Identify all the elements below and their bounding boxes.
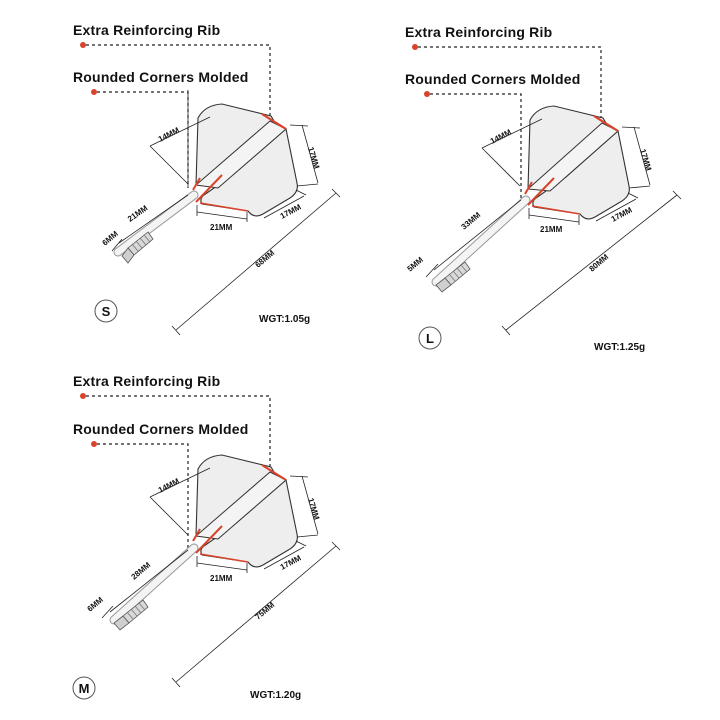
dim-total-length: 80MM bbox=[588, 252, 611, 273]
size-badge bbox=[72, 676, 96, 700]
dim-33mm-shaft: 33MM bbox=[460, 210, 483, 231]
rib-callout-line bbox=[418, 46, 602, 122]
dim-14mm: 14MM bbox=[157, 477, 181, 495]
rib-callout-line bbox=[86, 44, 271, 118]
dim-21mm-bottom: 21MM bbox=[210, 574, 233, 583]
diagram-s: Extra Reinforcing Rib Rounded Corners Mo… bbox=[0, 0, 341, 345]
corners-callout-dot bbox=[91, 89, 97, 95]
dim-17mm-bottom: 17MM bbox=[610, 205, 634, 224]
rib-callout-dot bbox=[80, 393, 86, 399]
shaft-thread bbox=[113, 599, 149, 631]
corners-label: Rounded Corners Molded bbox=[405, 71, 581, 87]
weight-label: WGT:1.25g bbox=[594, 342, 645, 353]
corners-callout-line bbox=[97, 91, 189, 188]
shaft-thread bbox=[121, 231, 154, 264]
dim-21mm-bottom: 21MM bbox=[540, 225, 563, 234]
rib-label: Extra Reinforcing Rib bbox=[73, 373, 220, 389]
dart-flight-l bbox=[431, 105, 630, 293]
weight-label: WGT:1.20g bbox=[250, 690, 301, 701]
size-badge bbox=[94, 299, 118, 323]
corners-label: Rounded Corners Molded bbox=[73, 69, 249, 85]
dim-21mm-bottom: 21MM bbox=[210, 223, 233, 232]
dim-17mm-top: 17MM bbox=[306, 497, 321, 521]
dim-total-length: 75MM bbox=[254, 600, 277, 621]
dim-total-length: 68MM bbox=[254, 248, 277, 269]
dim-17mm-top: 17MM bbox=[638, 148, 653, 172]
diagram-l: Extra Reinforcing Rib Rounded Corners Mo… bbox=[330, 0, 682, 353]
dim-shaft-width: 5MM bbox=[406, 255, 426, 274]
diagram-l-svg: Extra Reinforcing Rib Rounded Corners Mo… bbox=[405, 24, 682, 353]
rib-label: Extra Reinforcing Rib bbox=[405, 24, 552, 40]
dim-17mm-bottom: 17MM bbox=[279, 553, 303, 572]
dim-17mm-top: 17MM bbox=[306, 146, 321, 170]
size-badge bbox=[418, 326, 442, 350]
rib-callout-dot bbox=[80, 42, 86, 48]
corners-label: Rounded Corners Molded bbox=[73, 421, 249, 437]
corners-callout-line bbox=[430, 93, 522, 200]
dim-14mm: 14MM bbox=[157, 126, 181, 144]
corners-callout-dot bbox=[91, 441, 97, 447]
size-letter: L bbox=[426, 331, 434, 346]
diagram-m-svg: Extra Reinforcing Rib Rounded Corners Mo… bbox=[72, 373, 341, 701]
rib-label: Extra Reinforcing Rib bbox=[73, 22, 220, 38]
dim-21mm-shaft: 21MM bbox=[126, 203, 150, 223]
dart-flight-s bbox=[113, 103, 298, 264]
size-letter: S bbox=[102, 304, 111, 319]
weight-label: WGT:1.05g bbox=[259, 314, 310, 325]
shaft-thread bbox=[435, 261, 471, 293]
dim-17mm-bottom: 17MM bbox=[279, 202, 303, 221]
diagram-m: Extra Reinforcing Rib Rounded Corners Mo… bbox=[0, 350, 341, 701]
dim-14mm: 14MM bbox=[489, 128, 513, 146]
rib-callout-line bbox=[86, 395, 271, 469]
size-letter: M bbox=[79, 681, 90, 696]
dim-28mm-shaft: 28MM bbox=[130, 560, 153, 581]
dim-shaft-width: 6MM bbox=[86, 595, 106, 614]
corners-callout-line bbox=[97, 443, 189, 548]
corners-callout-dot bbox=[424, 91, 430, 97]
dart-flight-m bbox=[109, 454, 298, 631]
rib-callout-dot bbox=[412, 44, 418, 50]
diagram-s-svg: Extra Reinforcing Rib Rounded Corners Mo… bbox=[73, 22, 341, 336]
